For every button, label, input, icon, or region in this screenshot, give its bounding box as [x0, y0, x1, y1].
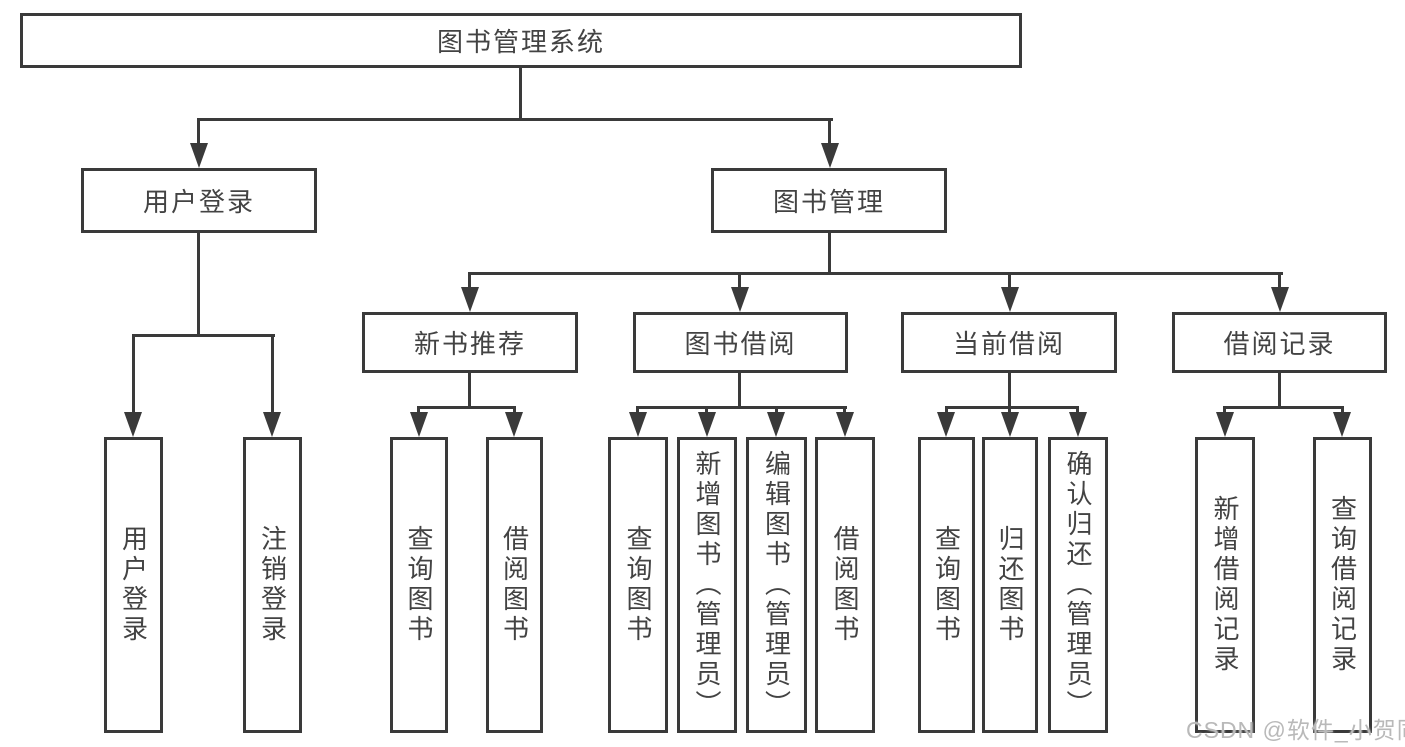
- connector-line: [519, 68, 522, 120]
- leaf-edit-books-admin-label: 编辑图书（管理员）: [761, 450, 792, 720]
- arrow-down: [698, 412, 716, 437]
- arrow-down: [1216, 412, 1234, 437]
- arrow-down: [505, 412, 523, 437]
- watermark: CSDN @软件_小贺同学: [1186, 717, 1405, 743]
- arrow-down: [1001, 287, 1019, 312]
- node-book-borrow-label: 图书借阅: [684, 329, 797, 359]
- connector-line: [738, 272, 741, 292]
- node-root: 图书管理系统: [20, 13, 1022, 68]
- node-book-borrow: 图书借阅: [633, 312, 848, 373]
- leaf-user-login: 用户登录: [104, 437, 163, 733]
- connector-line: [197, 118, 833, 121]
- arrow-down: [821, 143, 839, 168]
- node-book-management-label: 图书管理: [772, 187, 885, 217]
- leaf-query-borrow-record: 查询借阅记录: [1313, 437, 1372, 733]
- node-current-borrow: 当前借阅: [901, 312, 1117, 373]
- connector-line: [197, 118, 200, 150]
- connector-line: [945, 406, 1079, 409]
- connector-line: [417, 406, 516, 409]
- arrow-down: [410, 412, 428, 437]
- node-root-label: 图书管理系统: [436, 27, 605, 57]
- leaf-borrow-borrow-books: 借阅图书: [815, 437, 875, 733]
- arrow-down: [629, 412, 647, 437]
- arrow-down: [461, 287, 479, 312]
- leaf-logout-label: 注销登录: [257, 525, 288, 645]
- connector-line: [1008, 373, 1011, 409]
- node-current-borrow-label: 当前借阅: [952, 329, 1065, 359]
- leaf-recommend-query-books: 查询图书: [390, 437, 448, 733]
- arrow-down: [263, 412, 281, 437]
- connector-line: [468, 272, 471, 292]
- leaf-query-borrow-record-label: 查询借阅记录: [1327, 495, 1358, 675]
- leaf-add-books-admin: 新增图书（管理员）: [677, 437, 737, 733]
- connector-line: [828, 233, 831, 275]
- leaf-borrow-query-books-label: 查询图书: [623, 525, 653, 645]
- connector-line: [271, 334, 274, 416]
- leaf-return-books-label: 归还图书: [995, 525, 1025, 645]
- node-borrow-records-label: 借阅记录: [1223, 329, 1336, 359]
- connector-line: [1278, 272, 1281, 292]
- connector-line: [468, 272, 1283, 275]
- leaf-recommend-borrow-books-label: 借阅图书: [499, 525, 530, 645]
- arrow-down: [1001, 412, 1019, 437]
- connector-line: [468, 373, 471, 409]
- leaf-user-login-label: 用户登录: [118, 525, 149, 645]
- leaf-logout: 注销登录: [243, 437, 302, 733]
- connector-line: [197, 233, 200, 337]
- leaf-borrow-borrow-books-label: 借阅图书: [830, 525, 860, 645]
- node-user-login: 用户登录: [81, 168, 317, 233]
- arrow-down: [937, 412, 955, 437]
- connector-line: [132, 334, 275, 337]
- connector-line: [738, 373, 741, 409]
- leaf-recommend-query-books-label: 查询图书: [404, 525, 434, 645]
- arrow-down: [1333, 412, 1351, 437]
- connector-line: [636, 406, 847, 409]
- arrow-down: [767, 412, 785, 437]
- leaf-add-borrow-record: 新增借阅记录: [1195, 437, 1255, 733]
- leaf-add-books-admin-label: 新增图书（管理员）: [692, 450, 722, 720]
- connector-line: [1223, 406, 1344, 409]
- node-new-book-recommend: 新书推荐: [362, 312, 578, 373]
- connector-line: [1278, 373, 1281, 409]
- arrow-down: [836, 412, 854, 437]
- connector-line: [1008, 272, 1011, 292]
- leaf-return-books: 归还图书: [982, 437, 1038, 733]
- leaf-borrow-query-books: 查询图书: [608, 437, 668, 733]
- arrow-down: [1271, 287, 1289, 312]
- arrow-down: [124, 412, 142, 437]
- node-book-management: 图书管理: [711, 168, 947, 233]
- arrow-down: [190, 143, 208, 168]
- node-borrow-records: 借阅记录: [1172, 312, 1387, 373]
- leaf-current-query-books-label: 查询图书: [931, 525, 962, 645]
- leaf-current-query-books: 查询图书: [918, 437, 975, 733]
- arrow-down: [731, 287, 749, 312]
- node-new-book-recommend-label: 新书推荐: [413, 329, 526, 359]
- leaf-add-borrow-record-label: 新增借阅记录: [1210, 495, 1240, 675]
- leaf-confirm-return-admin-label: 确认归还（管理员）: [1063, 450, 1093, 720]
- leaf-recommend-borrow-books: 借阅图书: [486, 437, 543, 733]
- node-user-login-label: 用户登录: [142, 187, 255, 217]
- arrow-down: [1069, 412, 1087, 437]
- connector-line: [828, 118, 831, 150]
- connector-line: [132, 334, 135, 416]
- leaf-confirm-return-admin: 确认归还（管理员）: [1048, 437, 1108, 733]
- leaf-edit-books-admin: 编辑图书（管理员）: [746, 437, 807, 733]
